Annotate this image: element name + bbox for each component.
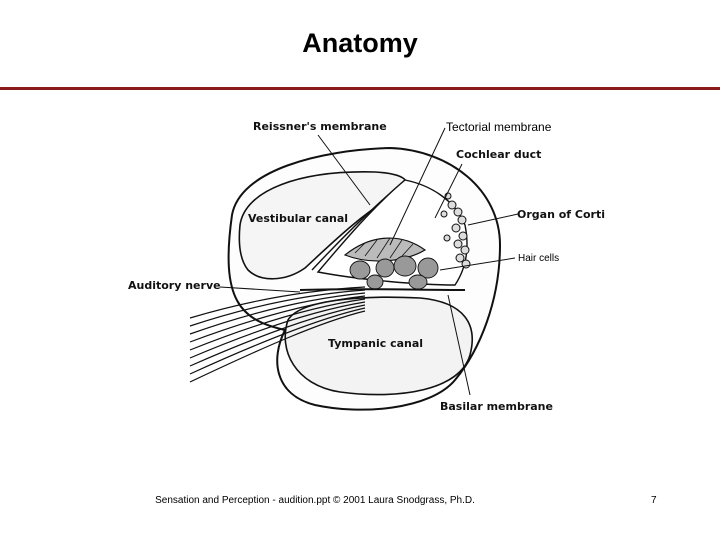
- hair-cells-cluster: [349, 255, 439, 290]
- label-tectorial-membrane: Tectorial membrane: [446, 120, 552, 134]
- title-divider: [0, 87, 720, 90]
- label-tympanic-canal: Tympanic canal: [328, 337, 423, 350]
- label-basilar-membrane: Basilar membrane: [440, 400, 553, 413]
- page-number: 7: [651, 495, 657, 506]
- basilar-membrane-line: [299, 288, 466, 291]
- leader-lines: [219, 127, 519, 396]
- organ-of-corti-cells: [440, 192, 471, 269]
- label-hair-cells: Hair cells: [518, 253, 559, 264]
- tectorial-membrane-shape: [343, 237, 427, 262]
- label-auditory-nerve: Auditory nerve: [128, 279, 221, 292]
- label-organ-of-corti: Organ of Corti: [517, 208, 605, 221]
- label-reissners-membrane: Reissner's membrane: [253, 120, 387, 133]
- footer-credit: Sensation and Perception - audition.ppt …: [155, 495, 475, 506]
- label-cochlear-duct: Cochlear duct: [456, 148, 541, 161]
- label-vestibular-canal: Vestibular canal: [248, 212, 348, 225]
- tympanic-canal-shape: [284, 296, 474, 396]
- auditory-nerve-fibers: [189, 286, 366, 383]
- slide-title: Anatomy: [302, 28, 418, 58]
